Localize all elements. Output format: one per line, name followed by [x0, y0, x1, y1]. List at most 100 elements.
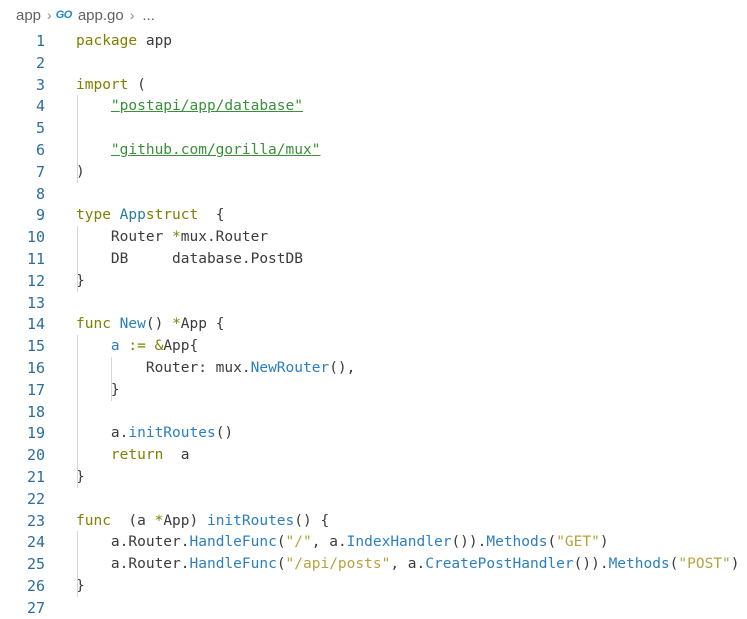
code-line[interactable]: 27 [0, 597, 747, 619]
code-token: HandleFunc [189, 534, 277, 551]
code-token: return [110, 447, 164, 464]
breadcrumb: app › GO app.go › ... [0, 0, 747, 30]
code-token: } [76, 578, 85, 594]
code-token: Router [76, 229, 173, 246]
code-token: postapi/app/database [119, 98, 295, 115]
code-token: CreatePostHandler [425, 556, 574, 573]
code-token: * [172, 316, 181, 333]
breadcrumb-more[interactable]: ... [142, 6, 155, 24]
code-text: } [76, 270, 85, 292]
line-number: 24 [26, 533, 45, 552]
code-text: import ( [76, 74, 146, 96]
code-line[interactable]: 10 Router *mux.Router [0, 226, 747, 248]
code-line[interactable]: 15 a := &App{ [0, 335, 747, 357]
line-number: 1 [35, 32, 45, 50]
breadcrumb-folder[interactable]: app [16, 6, 42, 24]
code-token: func [76, 512, 111, 529]
code-text: DB database.PostDB [76, 248, 303, 270]
code-line[interactable]: 16 Router: mux.NewRouter(), [0, 357, 747, 379]
code-token: a [172, 447, 190, 464]
code-line[interactable]: 13 [0, 292, 747, 314]
code-line[interactable]: 26} [0, 575, 747, 597]
code-token: NewRouter [250, 360, 330, 376]
code-token: * [154, 512, 164, 529]
code-token: := [128, 338, 146, 355]
line-number: 14 [26, 315, 45, 334]
line-number: 13 [26, 293, 45, 312]
code-line[interactable]: 11 DB database.PostDB [0, 248, 747, 270]
code-token: "/" [285, 534, 312, 551]
code-token [76, 338, 111, 354]
code-token: () [145, 316, 173, 333]
line-number: 27 [26, 598, 45, 617]
line-number: 11 [26, 250, 45, 268]
code-token: ( [547, 534, 557, 551]
code-line[interactable]: 24 a.Router.HandleFunc("/", a.IndexHandl… [0, 531, 747, 553]
code-line[interactable]: 8 [0, 183, 747, 205]
code-token: " [294, 98, 303, 115]
line-number: 8 [35, 184, 45, 203]
code-token: "POST" [678, 556, 731, 573]
line-number: 25 [26, 555, 45, 574]
code-line[interactable]: 2 [0, 52, 747, 74]
code-token: , a. [390, 556, 426, 573]
code-line[interactable]: 5 [0, 117, 747, 139]
code-line[interactable]: 12} [0, 270, 747, 292]
code-text: } [76, 379, 120, 401]
code-line[interactable]: 4 "postapi/app/database" [0, 95, 747, 117]
code-token: ()). [451, 534, 487, 551]
code-token: ) [599, 534, 609, 551]
code-line[interactable]: 20 return a [0, 444, 747, 466]
code-token: ) [730, 556, 740, 573]
code-line[interactable]: 25 a.Router.HandleFunc("/api/posts", a.C… [0, 553, 747, 575]
code-token: package [76, 33, 138, 49]
code-token: } [76, 381, 120, 398]
code-token: "GET" [556, 534, 600, 551]
code-line[interactable]: 19 a.initRoutes() [0, 422, 747, 444]
code-token: a. [76, 425, 129, 442]
code-line[interactable]: 21} [0, 466, 747, 488]
code-token [76, 447, 111, 463]
code-text: a.Router.HandleFunc("/api/posts", a.Crea… [76, 553, 740, 575]
code-token: a.Router. [76, 556, 190, 573]
code-token: import [76, 76, 129, 93]
code-line[interactable]: 22 [0, 488, 747, 510]
code-line[interactable]: 7) [0, 161, 747, 183]
line-number: 5 [35, 119, 45, 138]
code-line[interactable]: 18 [0, 401, 747, 423]
code-token: App) [163, 512, 207, 529]
breadcrumb-file[interactable]: app.go [77, 6, 124, 24]
code-line[interactable]: 6 "github.com/gorilla/mux" [0, 139, 747, 161]
code-token: IndexHandler [346, 534, 452, 551]
indent-guide [77, 531, 78, 597]
code-token: (a [119, 512, 155, 529]
code-token: ( [276, 556, 286, 573]
code-token: & [154, 338, 164, 355]
code-token: New [119, 316, 146, 333]
code-token [76, 142, 111, 158]
code-token: ( [276, 534, 286, 551]
code-token: ()). [573, 556, 609, 573]
line-number: 10 [26, 228, 45, 247]
code-text: a.Router.HandleFunc("/", a.IndexHandler(… [76, 531, 609, 553]
line-number: 9 [35, 206, 45, 225]
chevron-right-icon: › [47, 7, 52, 23]
line-number: 6 [35, 141, 45, 159]
code-token: ) [76, 163, 85, 180]
line-number: 16 [26, 359, 45, 377]
code-token: " [110, 142, 120, 158]
code-token: App{ [163, 338, 199, 355]
line-number: 7 [35, 162, 45, 181]
code-token: " [110, 98, 120, 115]
code-token: mux.Router [180, 229, 269, 246]
code-text: "postapi/app/database" [76, 95, 303, 117]
code-token: Methods [486, 534, 548, 551]
chevron-right-icon: › [129, 7, 135, 23]
code-line[interactable]: 17 } [0, 379, 747, 401]
